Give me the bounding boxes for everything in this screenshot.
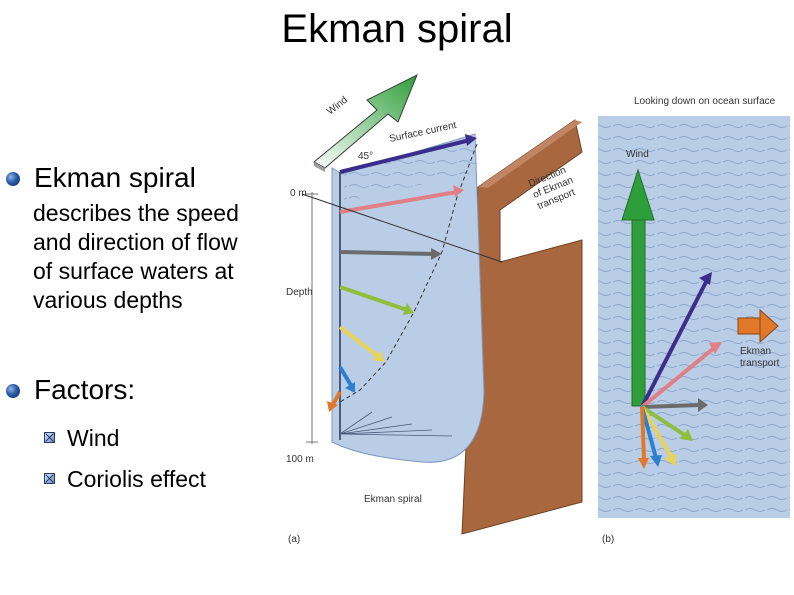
sub-item-wind: Wind	[67, 425, 120, 451]
current-arrows-plan-view	[638, 272, 722, 469]
bullet-heading-factors: Factors:	[34, 374, 136, 405]
bullet-icon	[6, 172, 20, 186]
panel-a-letter: (a)	[288, 534, 300, 545]
wind-arrow-b	[621, 168, 655, 407]
transport-label-b: Ekman transport	[740, 346, 780, 369]
description-line: various depths	[33, 287, 183, 313]
ekman-spiral-label: Ekman spiral	[364, 494, 422, 505]
wind-label-a: Wind	[325, 95, 350, 118]
ekman-spiral-diagram: Wind 45° Surface current 0 m Depth 100 m…	[286, 73, 790, 545]
slide-title: Ekman spiral	[281, 7, 513, 51]
spiral-trace	[339, 143, 478, 403]
depth-axis-label: Depth	[286, 287, 313, 298]
bullet-description: describes the speed and direction of flo…	[33, 199, 239, 315]
transport-label-a: Direction of Ekman transport	[527, 163, 582, 212]
sub-item-coriolis: Coriolis effect	[67, 466, 206, 492]
wind-label-b: Wind	[626, 149, 649, 160]
ocean-waves	[598, 116, 790, 518]
description-line: of surface waters at	[33, 258, 234, 284]
water-column	[331, 133, 485, 463]
panel-b-letter: (b)	[602, 534, 614, 545]
depth-bottom-label: 100 m	[286, 454, 314, 465]
water-surface-waves	[344, 136, 476, 202]
current-arrows-side-view	[327, 134, 477, 412]
sub-bullet-icon	[44, 432, 55, 443]
wall-top-edge	[478, 120, 582, 188]
angle-label: 45°	[358, 151, 373, 162]
ekman-transport-arrow	[737, 308, 779, 344]
panel-b-header: Looking down on ocean surface	[634, 96, 776, 107]
wind-arrow	[313, 73, 418, 172]
description-line: and direction of flow	[33, 229, 238, 255]
description-line: describes the speed	[33, 200, 239, 226]
bullet-icon	[6, 384, 20, 398]
sub-bullet-icon	[44, 473, 55, 484]
transport-wall	[461, 119, 583, 535]
bullet-heading-ekman-spiral: Ekman spiral	[34, 162, 196, 193]
depth-top-label: 0 m	[290, 188, 307, 199]
transport-leader-line	[301, 193, 503, 263]
surface-current-label: Surface current	[388, 120, 457, 145]
spiral-floor	[339, 411, 453, 437]
